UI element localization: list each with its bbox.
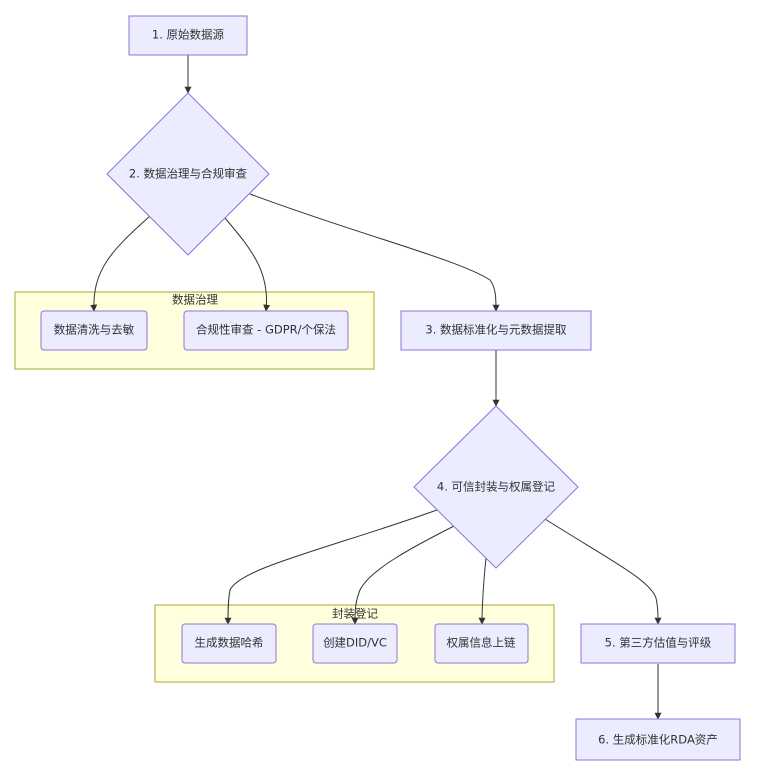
node-source[interactable]: 1. 原始数据源: [128, 15, 248, 56]
edge-4-4a: [224, 509, 438, 625]
node-packaging-decision-label: 4. 可信封装与权属登记: [437, 480, 556, 494]
node-governance-decision[interactable]: 2. 数据治理与合规审查: [106, 92, 270, 256]
node-did-vc[interactable]: 创建DID/VC: [312, 623, 398, 664]
edge-2-2a: [90, 215, 151, 312]
node-standardization[interactable]: 3. 数据标准化与元数据提取: [400, 310, 592, 351]
node-onchain-label: 权属信息上链: [447, 636, 516, 650]
node-rda-asset[interactable]: 6. 生成标准化RDA资产: [575, 718, 741, 761]
edge-4-4b: [351, 521, 463, 625]
edges: [90, 55, 662, 720]
node-compliance-label: 合规性审查 - GDPR/个保法: [196, 323, 336, 337]
node-cleaning[interactable]: 数据清洗与去敏: [40, 310, 148, 351]
edge-4-5: [544, 518, 662, 625]
node-cleaning-label: 数据清洗与去敏: [54, 323, 135, 337]
node-standardization-label: 3. 数据标准化与元数据提取: [425, 323, 567, 337]
cluster-governance-label: 数据治理: [172, 293, 218, 307]
edge-2-3: [249, 193, 500, 312]
edge-4-4c: [478, 557, 487, 625]
node-did-vc-label: 创建DID/VC: [323, 636, 387, 650]
node-packaging-decision[interactable]: 4. 可信封装与权属登记: [413, 405, 579, 569]
edge-2-2b: [224, 217, 271, 312]
node-source-label: 1. 原始数据源: [152, 28, 225, 42]
node-governance-decision-label: 2. 数据治理与合规审查: [129, 167, 248, 181]
node-valuation-label: 5. 第三方估值与评级: [605, 636, 712, 650]
node-hash-label: 生成数据哈希: [195, 636, 264, 650]
node-rda-asset-label: 6. 生成标准化RDA资产: [598, 733, 718, 747]
node-compliance[interactable]: 合规性审查 - GDPR/个保法: [183, 310, 349, 351]
node-valuation[interactable]: 5. 第三方估值与评级: [580, 623, 736, 664]
node-onchain[interactable]: 权属信息上链: [434, 623, 529, 664]
node-hash[interactable]: 生成数据哈希: [181, 623, 277, 664]
